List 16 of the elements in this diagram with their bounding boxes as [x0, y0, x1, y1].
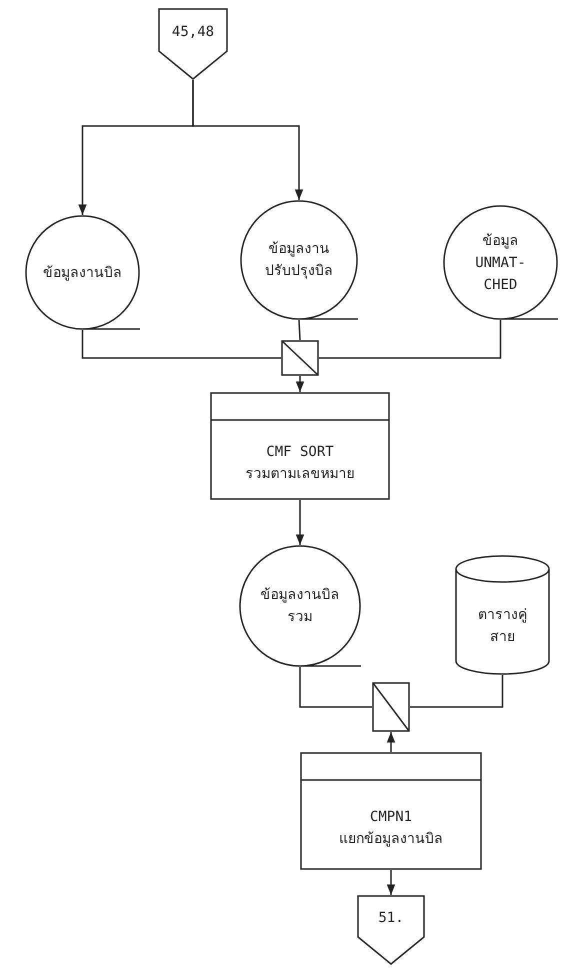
node-label: CMF SORT — [265, 443, 335, 462]
node-label: 45,48 — [170, 23, 216, 42]
connector-arrow — [296, 500, 304, 545]
node-label: ตารางคู่สาย — [477, 606, 528, 647]
node-label: CMPN1 — [368, 808, 414, 827]
node-label: รวมตามเลขหมาย — [244, 465, 356, 484]
connector-arrow — [296, 376, 304, 392]
connector-arrow — [386, 732, 396, 752]
node-label: ข้อมูล UNMAT-CHED — [474, 232, 527, 294]
connector-arrow — [192, 80, 304, 200]
node-label: แยกข้อมูลงานบิล — [338, 830, 444, 849]
connector-arrow — [386, 870, 396, 895]
node-label: 51. — [377, 909, 405, 928]
node-label: ข้อมูลงานบิล — [42, 264, 123, 283]
node-label: ข้อมูลงานบิลรวม — [260, 586, 340, 627]
node-label: ข้อมูลงานปรับปรุงบิล — [264, 240, 334, 281]
